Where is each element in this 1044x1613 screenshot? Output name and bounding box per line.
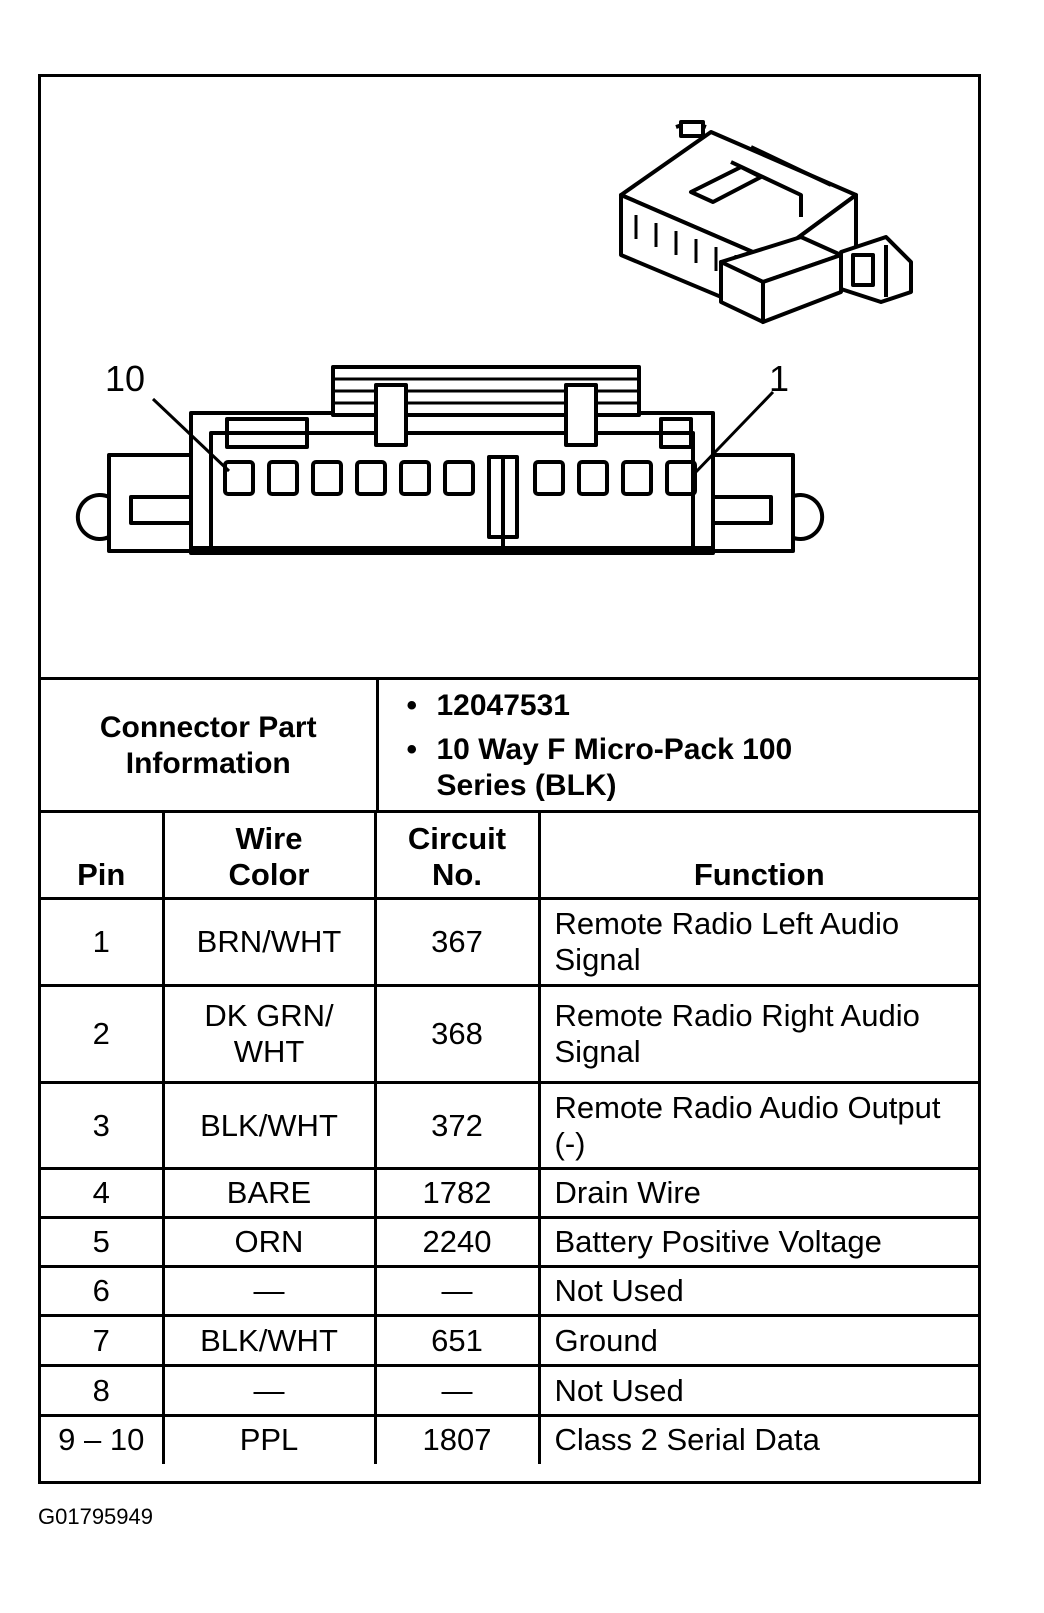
connector-face-view	[75, 365, 825, 555]
pin-cell: 7	[41, 1314, 165, 1367]
header-pin: Pin	[41, 810, 165, 900]
connector-info-values: 12047531 10 Way F Micro-Pack 100 Series …	[377, 677, 979, 812]
table-row: 5 ORN 2240 Battery Positive Voltage	[41, 1216, 978, 1268]
part-number: 12047531	[407, 688, 979, 724]
wire-color-cell: ORN	[161, 1216, 377, 1268]
pin-cell: 1	[41, 897, 165, 987]
pin-cell: 2	[41, 984, 165, 1084]
header-circuit-no: Circuit No.	[373, 810, 541, 900]
wire-color-cell: —	[161, 1265, 377, 1317]
wire-color-cell: —	[161, 1364, 377, 1417]
pin-cell: 9 – 10	[41, 1414, 165, 1464]
pin-cell: 8	[41, 1364, 165, 1417]
table-row: 3 BLK/WHT 372 Remote Radio Audio Output …	[41, 1081, 978, 1170]
connector-isometric-sketch	[619, 120, 913, 324]
pin-cell: 5	[41, 1216, 165, 1268]
pin-cell: 4	[41, 1167, 165, 1219]
function-cell: Battery Positive Voltage	[537, 1216, 978, 1268]
table-row: 7 BLK/WHT 651 Ground	[41, 1314, 978, 1367]
pin-cell: 3	[41, 1081, 165, 1170]
circuit-cell: 651	[373, 1314, 541, 1367]
wire-color-cell: BARE	[161, 1167, 377, 1219]
function-cell: Ground	[537, 1314, 978, 1367]
circuit-cell: —	[373, 1364, 541, 1417]
circuit-cell: 368	[373, 984, 541, 1084]
table-row: 4 BARE 1782 Drain Wire	[41, 1167, 978, 1219]
function-cell: Not Used	[537, 1265, 978, 1317]
circuit-cell: 367	[373, 897, 541, 987]
function-cell: Remote Radio Right Audio Signal	[537, 984, 978, 1084]
wire-color-cell: DK GRN/ WHT	[161, 984, 377, 1084]
wire-color-cell: BLK/WHT	[161, 1081, 377, 1170]
circuit-cell: 372	[373, 1081, 541, 1170]
connector-figure-frame: 10 1 Connector Part Information 12047531…	[38, 74, 981, 1484]
circuit-cell: 1782	[373, 1167, 541, 1219]
header-function: Function	[537, 810, 978, 900]
table-row: 2 DK GRN/ WHT 368 Remote Radio Right Aud…	[41, 984, 978, 1084]
pin-1-label: 1	[769, 358, 789, 399]
pin-cell: 6	[41, 1265, 165, 1317]
function-cell: Remote Radio Audio Output (-)	[537, 1081, 978, 1170]
pin-table: Pin Wire Color Circuit No. Function 1 BR…	[41, 810, 978, 1464]
table-row: 1 BRN/WHT 367 Remote Radio Left Audio Si…	[41, 897, 978, 987]
table-row: 9 – 10 PPL 1807 Class 2 Serial Data	[41, 1414, 978, 1464]
circuit-cell: 1807	[373, 1414, 541, 1464]
connector-info-label: Connector Part Information	[41, 677, 379, 812]
pin-10-label: 10	[105, 358, 145, 399]
wire-color-cell: BLK/WHT	[161, 1314, 377, 1367]
circuit-cell: —	[373, 1265, 541, 1317]
circuit-cell: 2240	[373, 1216, 541, 1268]
header-wire-color: Wire Color	[161, 810, 377, 900]
function-cell: Remote Radio Left Audio Signal	[537, 897, 978, 987]
wire-color-cell: BRN/WHT	[161, 897, 377, 987]
function-cell: Drain Wire	[537, 1167, 978, 1219]
wire-color-cell: PPL	[161, 1414, 377, 1464]
function-cell: Class 2 Serial Data	[537, 1414, 978, 1464]
figure-id: G01795949	[38, 1504, 153, 1529]
connector-description: 10 Way F Micro-Pack 100 Series (BLK)	[407, 732, 797, 804]
table-row: 6 — — Not Used	[41, 1265, 978, 1317]
connector-part-info: Connector Part Information 12047531 10 W…	[41, 677, 978, 812]
table-row: 8 — — Not Used	[41, 1364, 978, 1417]
connector-diagram: 10 1	[75, 120, 913, 555]
pin-cavities	[223, 460, 697, 496]
function-cell: Not Used	[537, 1364, 978, 1417]
